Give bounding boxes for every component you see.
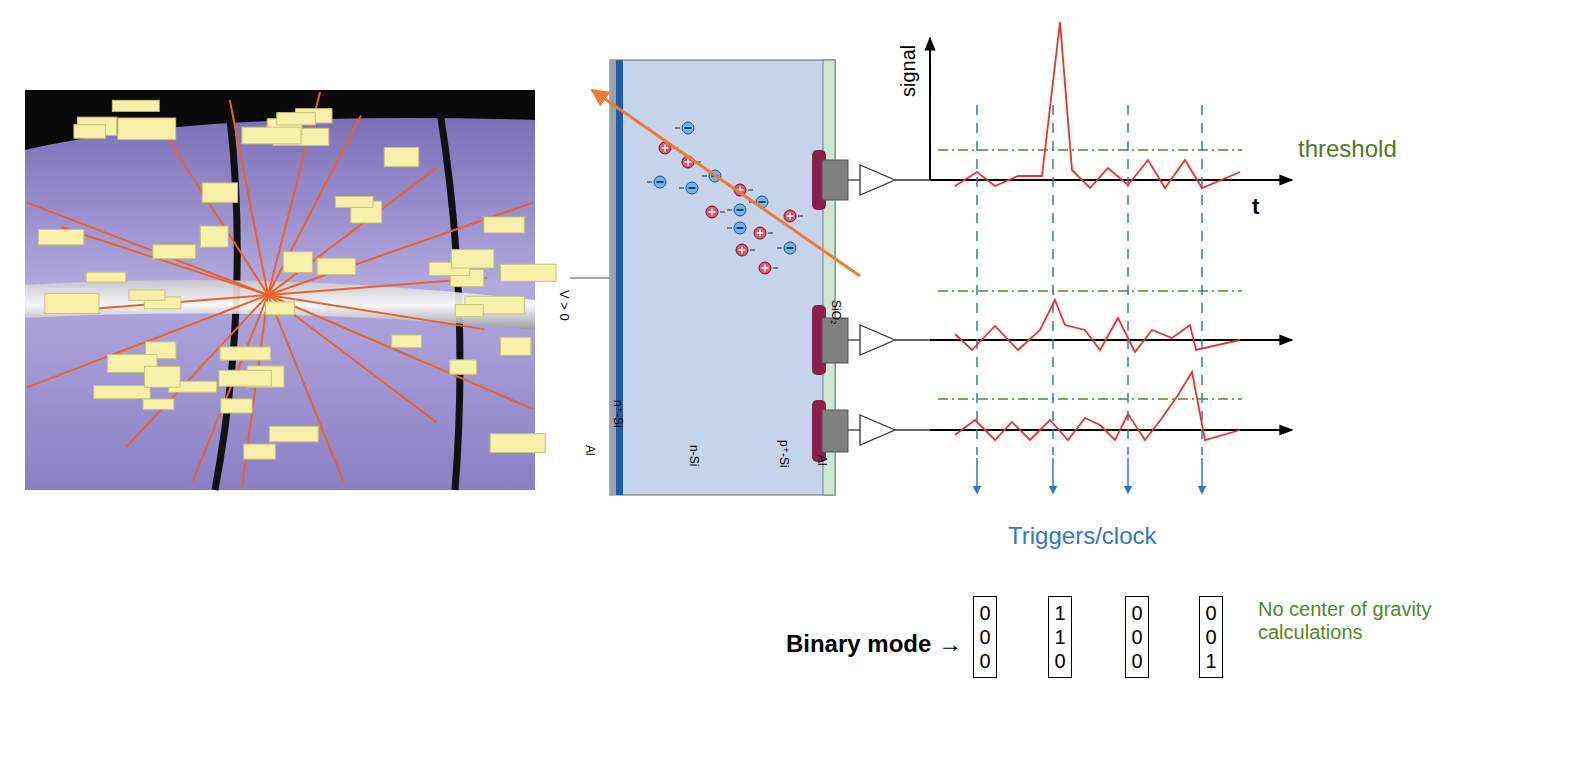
detector-module [38, 230, 84, 245]
detector-module [244, 444, 276, 459]
particle-track [268, 295, 485, 329]
detector-module [118, 118, 176, 140]
bit-column: 1 1 0 [1054, 601, 1066, 673]
signal-trace [955, 22, 1240, 188]
layer-label: SiO₂ [828, 300, 842, 325]
layer-label: n⁺-Si [610, 400, 624, 428]
hole-charge [706, 206, 725, 218]
electron-charge [777, 242, 796, 254]
detector-module [129, 290, 165, 300]
detector-module [74, 125, 106, 139]
electron-charge [727, 222, 746, 234]
electron-charge [675, 122, 694, 134]
detector-module [242, 127, 301, 144]
detector-module [501, 337, 531, 355]
strip-pads [812, 150, 848, 462]
detector-module [451, 250, 493, 268]
layer-label: Al [582, 445, 596, 456]
trigger-label: Triggers/clock [1008, 522, 1156, 550]
signal-trace [955, 372, 1240, 440]
detector-module [112, 100, 159, 111]
detector-module [265, 302, 294, 315]
particle-track [268, 295, 343, 481]
axis-label: signal [897, 45, 920, 97]
particle-track [61, 227, 268, 295]
event-display [25, 90, 556, 490]
bit-box: 0 0 1 [1199, 596, 1223, 678]
silicon-sensor [570, 60, 860, 495]
detector-module [450, 360, 477, 374]
detector-module [392, 335, 422, 348]
bit-column: 0 0 0 [1131, 601, 1143, 673]
hole-charge [736, 244, 755, 256]
detector-module [335, 196, 373, 207]
hole-charge [754, 227, 773, 239]
detector-module [384, 147, 418, 166]
detector-module [153, 245, 196, 259]
layer-label: p⁺-Si [776, 440, 790, 468]
detector-module [317, 258, 355, 274]
axes [930, 38, 1292, 430]
mode-label: Binary mode → [786, 630, 962, 658]
signal-trace [955, 300, 1240, 352]
bit-box: 1 1 0 [1048, 596, 1072, 678]
detector-module [220, 347, 271, 360]
hole-charge [759, 262, 778, 274]
electron-charge [727, 204, 746, 216]
particle-track [268, 203, 533, 295]
detector-module [144, 366, 180, 387]
detector-module [94, 386, 150, 399]
hole-charge [784, 210, 803, 222]
electron-charge [679, 182, 698, 194]
detector-module [202, 183, 237, 202]
detector-module [455, 305, 483, 317]
layer-label: n-Si [686, 445, 700, 466]
bit-box: 0 0 0 [1125, 596, 1149, 678]
detector-module [501, 264, 557, 281]
bit-column: 0 0 1 [1205, 601, 1217, 673]
amplifiers [848, 165, 930, 445]
trigger-lines [977, 105, 1202, 490]
axis-label: t [1252, 194, 1259, 219]
detector-module [219, 370, 271, 386]
detector-module [221, 399, 252, 413]
particle-track [268, 168, 437, 295]
note-text: No center of gravity calculations [1258, 598, 1488, 644]
detector-module [490, 434, 545, 453]
detector-module [283, 252, 312, 273]
detector-module [269, 426, 318, 442]
detector-module [277, 113, 316, 125]
detector-module [484, 217, 524, 233]
layer-label: Al [814, 455, 828, 466]
voltage-label: V > 0 [556, 290, 571, 321]
threshold-label: threshold [1298, 135, 1397, 163]
detector-module [143, 399, 174, 409]
detector-module [200, 226, 228, 247]
particle-track [27, 203, 268, 295]
bit-box: 0 0 0 [973, 596, 997, 678]
particle-track [268, 92, 320, 295]
electron-charge [647, 176, 666, 188]
bit-column: 0 0 0 [979, 601, 991, 673]
detector-module [45, 293, 99, 313]
detector-module [86, 272, 126, 282]
signal-traces [955, 22, 1240, 440]
